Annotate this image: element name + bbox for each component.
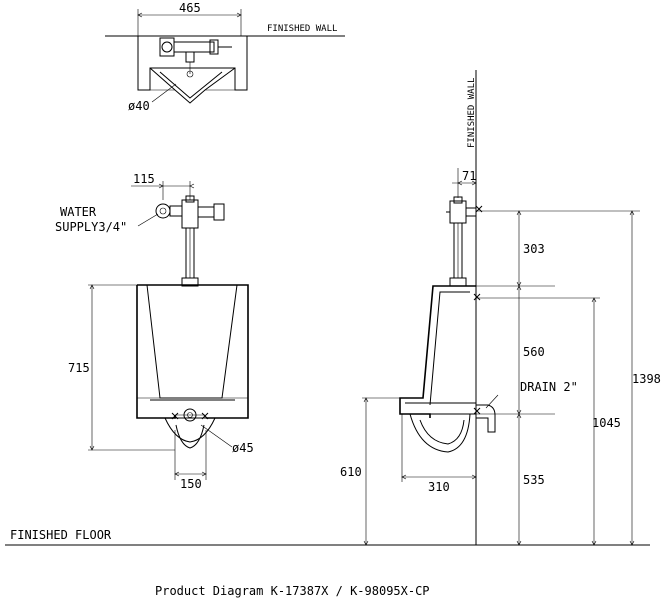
top-view: 465 FINISHED WALL ø40: [105, 1, 345, 113]
dim-303: 303: [523, 242, 545, 256]
finished-wall-top-label: FINISHED WALL: [267, 24, 337, 34]
drain-label: DRAIN 2": [520, 380, 578, 394]
dim-150: 150: [180, 477, 202, 491]
dim-610: 610: [340, 465, 362, 479]
water-supply-label-1: WATER: [60, 205, 97, 219]
water-supply-label-2: SUPPLY3/4": [55, 220, 127, 234]
dim-310: 310: [428, 480, 450, 494]
dim-465: 465: [179, 1, 201, 15]
dim-535: 535: [523, 473, 545, 487]
dim-115: 115: [133, 172, 155, 186]
side-view: FINISHED WALL 71 DRAIN 2": [340, 70, 661, 546]
dim-560: 560: [523, 345, 545, 359]
front-view: 115 WATER SUPPLY3/4" 715: [55, 172, 254, 491]
dim-1045: 1045: [592, 416, 621, 430]
dim-71: 71: [462, 169, 476, 183]
finished-wall-side-label: FINISHED WALL: [467, 78, 477, 148]
finished-floor-label: FINISHED FLOOR: [10, 528, 112, 542]
dim-o45: ø45: [232, 441, 254, 455]
floor: FINISHED FLOOR: [5, 528, 650, 546]
dim-o40: ø40: [128, 99, 150, 113]
diagram-caption: Product Diagram K-17387X / K-98095X-CP: [155, 584, 430, 598]
dim-715: 715: [68, 361, 90, 375]
dim-1398: 1398: [632, 372, 661, 386]
